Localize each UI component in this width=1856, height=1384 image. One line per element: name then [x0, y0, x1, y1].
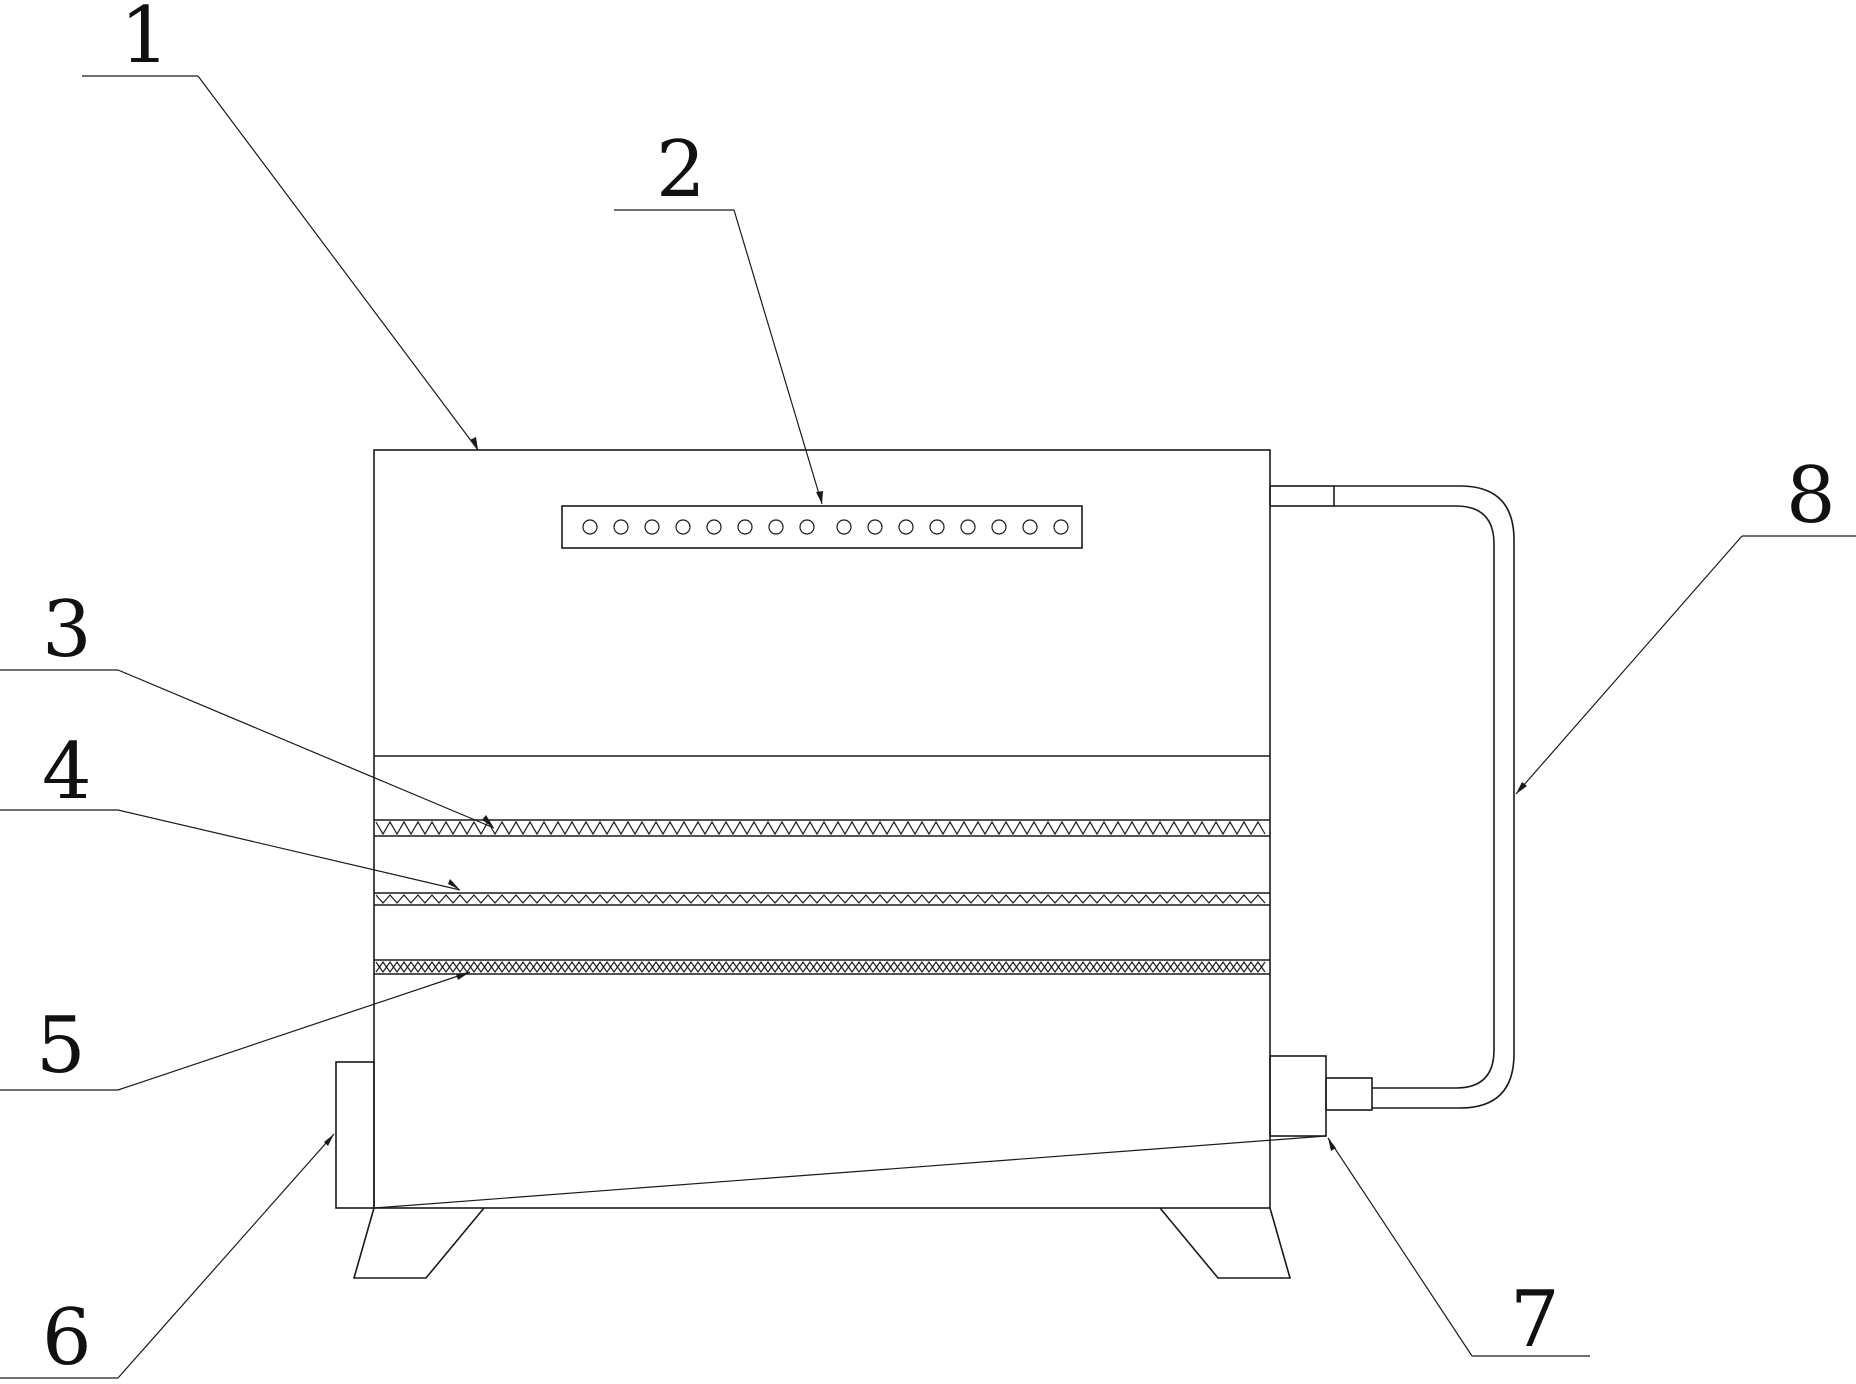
circulation-pipe	[1269, 485, 1515, 1109]
label-1: 1	[120, 0, 170, 81]
spray-hole	[929, 519, 945, 535]
spray-hole	[644, 519, 660, 535]
label-6: 6	[42, 1293, 92, 1383]
filter-layer-3-mesh	[375, 820, 1266, 836]
spray-hole	[991, 519, 1007, 535]
label-7: 7	[1510, 1275, 1560, 1365]
spray-hole	[737, 519, 753, 535]
spray-hole	[799, 519, 815, 535]
spray-hole	[898, 519, 914, 535]
label-8: 8	[1786, 451, 1836, 541]
spray-hole	[582, 519, 598, 535]
spray-hole	[613, 519, 629, 535]
label-4: 4	[42, 727, 92, 817]
bottom-slope-line	[373, 1135, 1327, 1209]
spray-holes	[582, 519, 1069, 535]
pump-outlet-connector	[1325, 1077, 1373, 1111]
filter-layer-3	[374, 819, 1270, 837]
spray-hole	[768, 519, 784, 535]
leader-lines	[0, 75, 1856, 1379]
filter-layer-4	[374, 892, 1270, 906]
label-3: 3	[42, 585, 92, 675]
pipe-inlet-fitting	[1269, 485, 1335, 507]
perforated-spray-bar	[561, 505, 1083, 549]
filter-layer-5	[374, 959, 1270, 975]
filter-layer-5-mesh-b	[375, 960, 1266, 974]
filter-layer-4-mesh	[375, 894, 1266, 904]
water-pump-box	[1269, 1055, 1327, 1137]
label-5: 5	[36, 1001, 86, 1091]
spray-hole	[706, 519, 722, 535]
left-drain-box	[335, 1061, 375, 1209]
left-foot	[352, 1207, 485, 1279]
spray-hole	[960, 519, 976, 535]
spray-hole	[1022, 519, 1038, 535]
housing-body	[373, 449, 1271, 1209]
spray-hole	[836, 519, 852, 535]
spray-hole	[675, 519, 691, 535]
label-2: 2	[656, 125, 706, 215]
right-foot	[1159, 1207, 1292, 1279]
spray-hole	[867, 519, 883, 535]
spray-hole	[1053, 519, 1069, 535]
